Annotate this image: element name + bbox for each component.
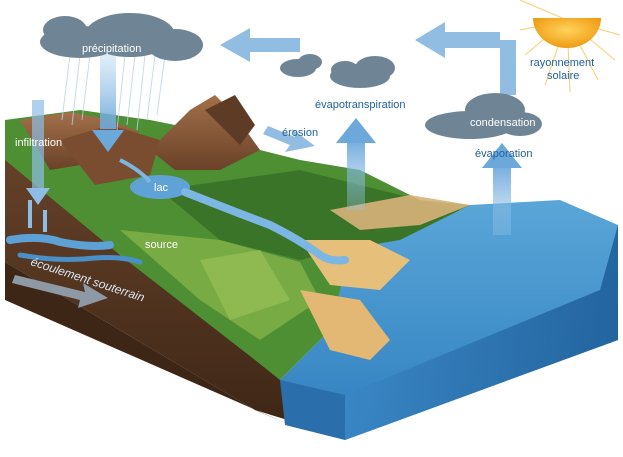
- label-lac: lac: [154, 182, 169, 194]
- label-erosion: érosion: [282, 127, 318, 139]
- label-rayonnement-1: rayonnement: [530, 57, 594, 69]
- sun-icon: [519, 0, 621, 93]
- lake-river: [119, 158, 349, 265]
- label-evapotranspiration: évapotranspiration: [315, 99, 406, 111]
- mountains: [20, 95, 260, 185]
- rain-icon: [61, 54, 166, 131]
- label-precipitation: précipitation: [82, 43, 141, 55]
- arrow-icon: [220, 22, 500, 152]
- precipitation-arrow: [92, 54, 124, 152]
- condensation-up-arrow: [500, 40, 516, 95]
- cloud-icon-evapo: [330, 56, 395, 88]
- cloud-icon: [40, 13, 203, 61]
- soil-block: [5, 120, 320, 430]
- label-evaporation: évaporation: [475, 148, 533, 160]
- evaporation-arrow: [482, 143, 522, 235]
- groundwater-channels: [6, 200, 143, 265]
- label-infiltration: infiltration: [15, 137, 62, 149]
- label-rayonnement-2: solaire: [547, 70, 579, 82]
- label-source: source: [145, 239, 178, 251]
- cloud-icon-small-1: [280, 54, 322, 77]
- infiltration-arrow: [26, 100, 50, 205]
- cloud-icon-condensation: [425, 93, 542, 139]
- underground-flow-arrow: [12, 275, 108, 308]
- evapotranspiration-arrow: [336, 118, 376, 210]
- label-condensation: condensation: [470, 117, 535, 129]
